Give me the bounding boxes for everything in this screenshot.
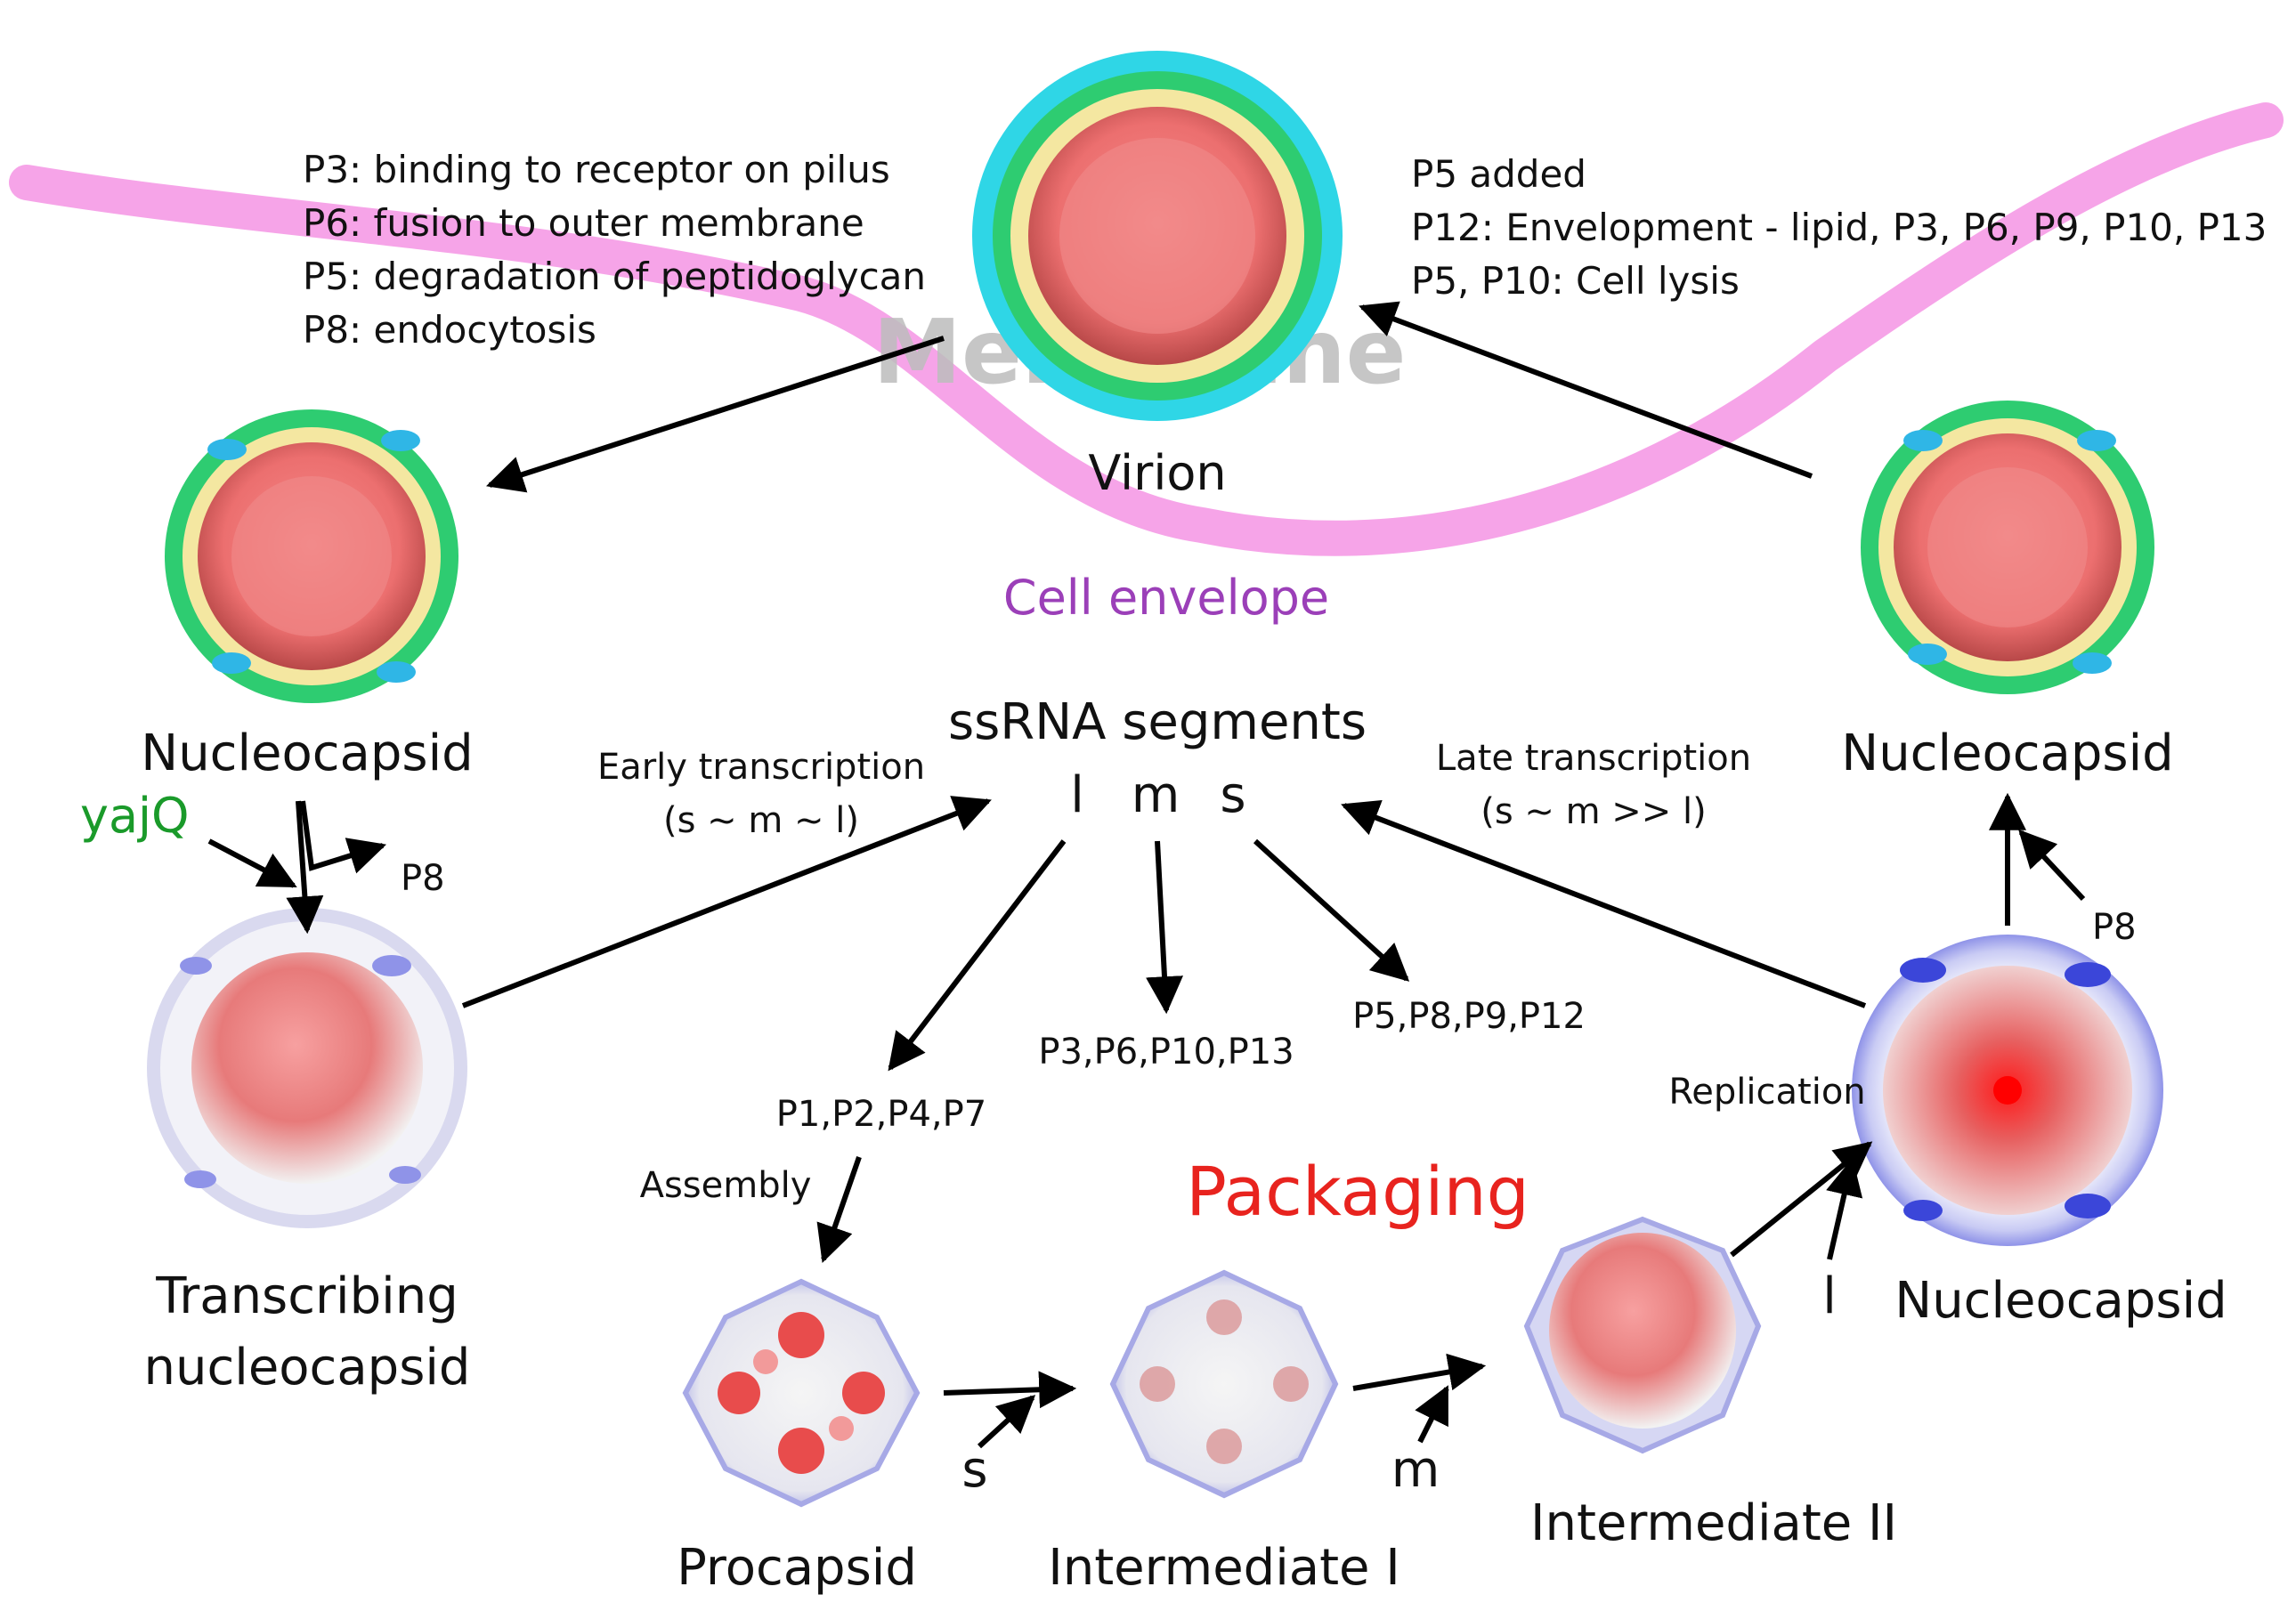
exit-note-1: P5 added	[1411, 152, 1586, 196]
arrow-l-packaging	[1826, 1157, 1863, 1260]
intermediate-2-particle	[1523, 1216, 1762, 1454]
arrow-intermediate-1-to-2	[1352, 1353, 1487, 1391]
intermediate-2-label: Intermediate II	[1530, 1494, 1897, 1552]
segment-l: l	[1070, 766, 1084, 824]
virion-label: Virion	[1088, 445, 1226, 501]
intermediate-1-particle	[1109, 1269, 1339, 1499]
packaging-label: Packaging	[1186, 1152, 1529, 1231]
procapsid-particle	[682, 1278, 921, 1508]
arrow-s-products	[1253, 838, 1410, 982]
packaging-l-label: l	[1822, 1267, 1837, 1325]
transcribing-label-line-1: Transcribing	[155, 1267, 458, 1325]
p8-right-label: P8	[2092, 907, 2137, 948]
nucleocapsid-bottom-label: Nucleocapsid	[1894, 1272, 2227, 1330]
arrow-procapsid-to-intermediate-1	[943, 1371, 1077, 1409]
late-transcription-ratio: (s ~ m >> l)	[1481, 791, 1707, 832]
packaging-m-label: m	[1391, 1441, 1440, 1499]
s-products-label: P5,P8,P9,P12	[1352, 996, 1586, 1037]
procapsid-label: Procapsid	[677, 1539, 917, 1597]
entry-note-3: P5: degradation of peptidoglycan	[303, 255, 926, 298]
arrow-s-packaging	[977, 1395, 1036, 1449]
arrow-virion-to-nucleocapsid	[486, 336, 945, 493]
arrow-p8-right	[2018, 829, 2086, 902]
arrow-to-p8-left	[300, 800, 387, 874]
exit-notes: P5 added P12: Envelopment - lipid, P3, P…	[1411, 152, 2267, 303]
packaging-s-label: s	[961, 1441, 987, 1499]
m-products-label: P3,P6,P10,P13	[1038, 1032, 1294, 1073]
cell-envelope-membrane	[9, 102, 2284, 556]
replication-label: Replication	[1668, 1072, 1865, 1113]
arrow-assembly	[816, 1156, 862, 1263]
arrows	[207, 301, 2086, 1449]
nucleocapsid-left-label: Nucleocapsid	[141, 725, 473, 782]
intermediate-1-label: Intermediate I	[1048, 1539, 1400, 1597]
nucleocapsid-bottom-particle	[1852, 935, 2163, 1246]
virion-particle	[972, 51, 1343, 421]
entry-note-1: P3: binding to receptor on pilus	[303, 148, 890, 191]
segment-m: m	[1132, 766, 1180, 824]
entry-note-2: P6: fusion to outer membrane	[303, 201, 864, 245]
p8-left-label: P8	[401, 858, 445, 899]
transcribing-label-line-2: nucleocapsid	[144, 1339, 471, 1396]
segment-s: s	[1220, 766, 1245, 824]
arrow-nucleocapsid-to-virion	[1359, 301, 1813, 479]
exit-note-3: P5, P10: Cell lysis	[1411, 259, 1740, 303]
nucleocapsid-right-label: Nucleocapsid	[1841, 725, 2173, 782]
arrow-m-products	[1146, 840, 1183, 1015]
late-transcription-label: Late transcription	[1436, 738, 1751, 779]
entry-notes: P3: binding to receptor on pilus P6: fus…	[303, 148, 926, 352]
ssrna-title: ssRNA segments	[948, 693, 1367, 751]
early-transcription-label: Early transcription	[597, 747, 925, 788]
l-products-label: P1,P2,P4,P7	[776, 1094, 986, 1135]
transcribing-nucleocapsid-particle	[147, 908, 467, 1228]
arrow-yajq	[207, 838, 297, 888]
exit-note-2: P12: Envelopment - lipid, P3, P6, P9, P1…	[1411, 206, 2267, 249]
nucleocapsid-right-particle	[1861, 401, 2154, 694]
nucleocapsid-left-particle	[165, 409, 458, 703]
arrow-l-products	[888, 839, 1067, 1072]
yajq-label: yajQ	[80, 788, 190, 844]
arrow-intermediate-2-to-nucleocapsid	[1730, 1141, 1873, 1258]
cell-envelope-label: Cell envelope	[1003, 570, 1329, 626]
arrow-late-transcription	[1341, 799, 1867, 1008]
arrow-early-transcription	[461, 796, 992, 1008]
entry-note-4: P8: endocytosis	[303, 308, 596, 352]
early-transcription-ratio: (s ~ m ~ l)	[663, 800, 859, 841]
assembly-label: Assembly	[640, 1165, 812, 1206]
arrow-m-packaging	[1415, 1385, 1449, 1444]
arrow-nucleocapsid-to-transcribing	[286, 800, 324, 935]
